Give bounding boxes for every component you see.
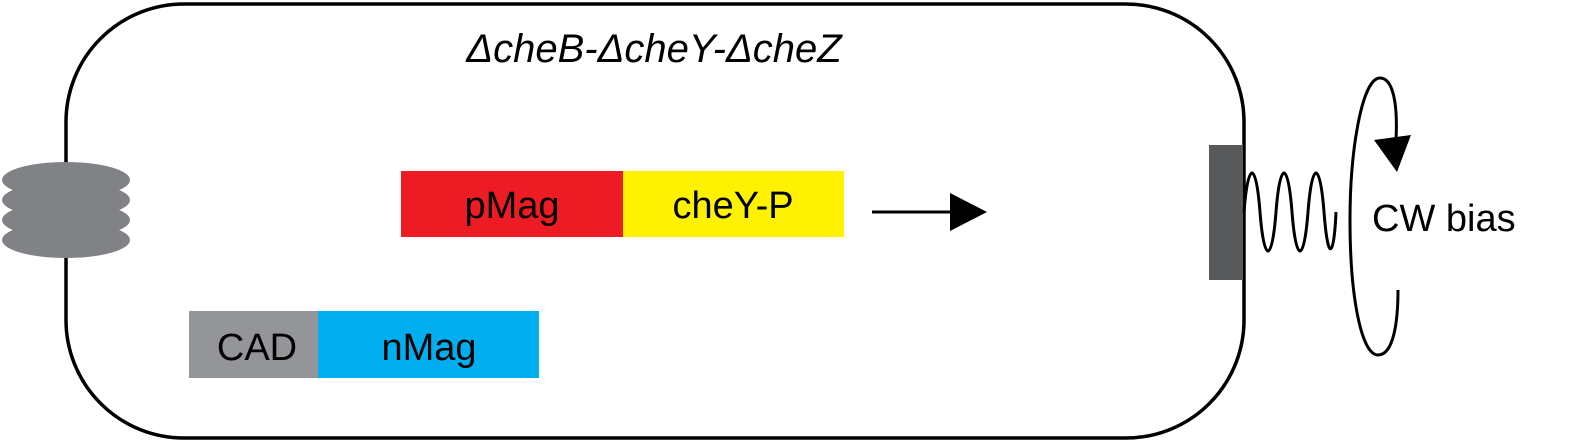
clockwise-rotation-icon — [1348, 76, 1411, 357]
cad-segment — [189, 311, 318, 378]
chey-p-segment — [623, 171, 844, 237]
fusion-pmag-chey: pMag cheY-P — [401, 171, 844, 237]
nmag-label: nMag — [381, 327, 476, 369]
genotype-title: ΔcheB-ΔcheY-ΔcheZ — [465, 27, 843, 71]
membrane-receptor-icon — [2, 162, 130, 258]
nmag-segment — [318, 311, 539, 378]
cad-label: CAD — [217, 327, 297, 369]
flagellum-icon — [1242, 171, 1338, 253]
pmag-segment — [401, 171, 623, 237]
cw-bias-label: CW bias — [1372, 198, 1516, 240]
flagellar-motor-icon — [1209, 145, 1243, 280]
right-arrow-icon — [872, 193, 987, 231]
fusion-cad-nmag: CAD nMag — [189, 311, 539, 378]
chey-p-label: cheY-P — [672, 185, 793, 227]
pmag-label: pMag — [464, 185, 559, 227]
